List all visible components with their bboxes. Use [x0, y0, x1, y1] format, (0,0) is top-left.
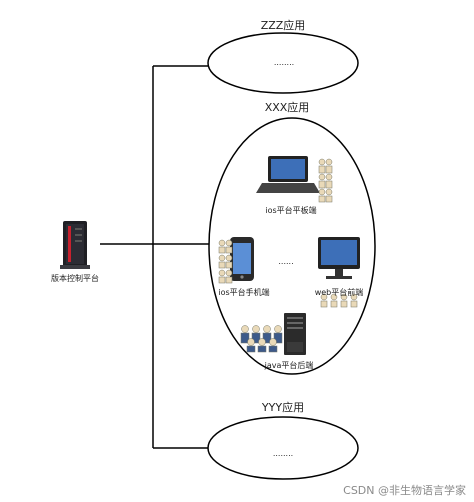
ios-tablet-label: ios平台平板端	[265, 205, 316, 215]
yyy-app-body: ........	[273, 449, 293, 458]
monitor-icon	[318, 237, 360, 279]
people-group-icon	[318, 158, 333, 203]
ios-phone-label: ios平台手机端	[218, 287, 269, 297]
watermark: CSDN @非生物语言学家	[343, 483, 466, 497]
zzz-app-title: ZZZ应用	[261, 18, 306, 32]
laptop-icon	[256, 156, 320, 193]
server-icon	[60, 221, 90, 269]
people-group-icon	[320, 293, 358, 308]
tower-server-icon	[284, 313, 306, 355]
zzz-app-body: ........	[274, 58, 294, 67]
server-label: 版本控制平台	[51, 273, 99, 283]
yyy-app-ellipse	[207, 416, 359, 480]
java-backend-label: java平台后端	[264, 360, 314, 370]
phone-icon	[230, 237, 254, 281]
yyy-app-title: YYY应用	[261, 400, 304, 414]
xxx-app-ellipse	[208, 117, 376, 375]
connector-lines	[100, 65, 214, 449]
zzz-app-ellipse	[207, 32, 359, 94]
people-group-icon	[240, 325, 283, 353]
web-frontend-label: web平台前端	[315, 287, 364, 297]
xxx-app-title: XXX应用	[265, 100, 310, 114]
people-group-icon	[218, 239, 233, 284]
xxx-app-body: ......	[278, 257, 293, 266]
